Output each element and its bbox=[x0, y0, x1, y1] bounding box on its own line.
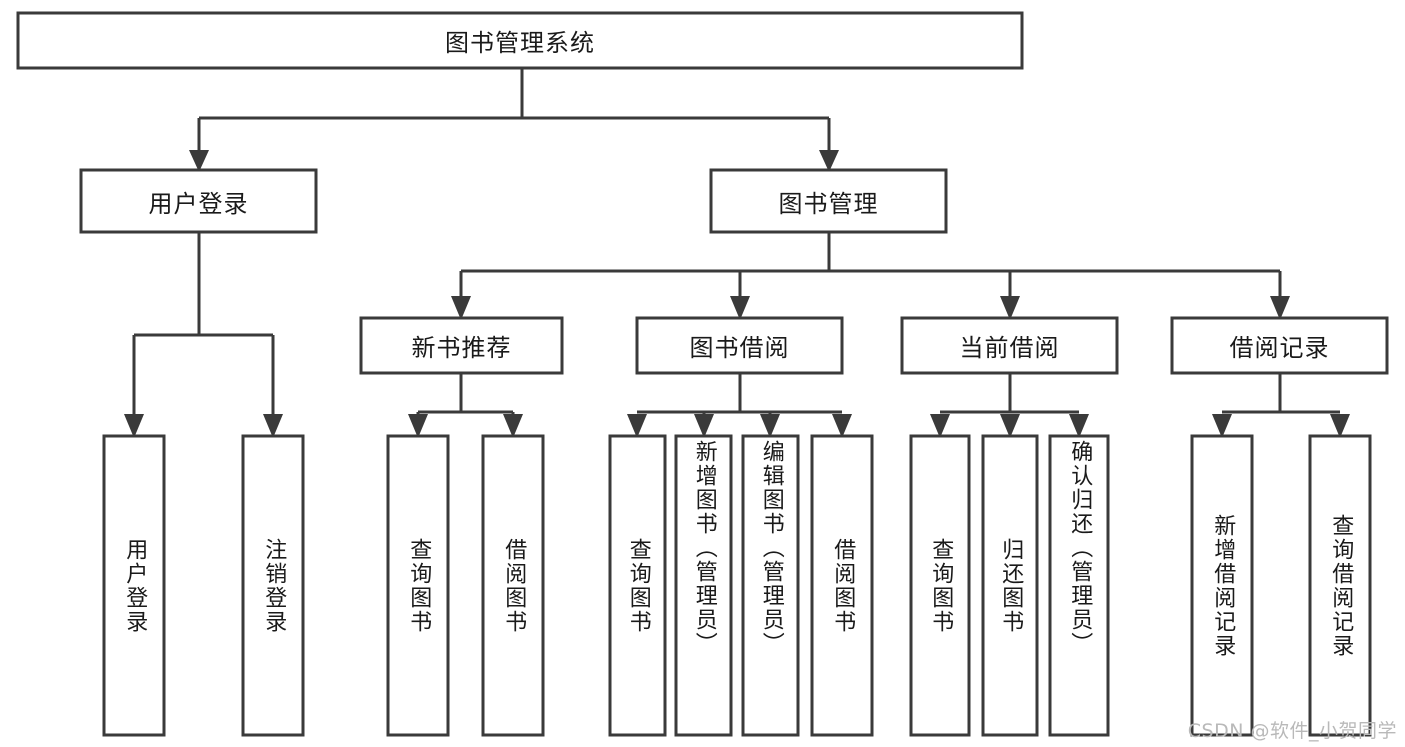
node-leaf-user-login[interactable] bbox=[102, 434, 166, 737]
arrowhead-leaf-user-login-2 bbox=[263, 414, 283, 438]
node-current-borrow[interactable] bbox=[900, 316, 1119, 375]
node-leaf-query-book-nbr[interactable] bbox=[386, 434, 450, 737]
node-leaf-edit-book-admin[interactable] bbox=[741, 434, 800, 737]
arrowhead-leaf-bb-2 bbox=[694, 414, 714, 438]
arrowhead-book-borrow bbox=[730, 296, 750, 320]
arrowhead-leaf-cb-3 bbox=[1069, 414, 1089, 438]
node-root-book-management-system[interactable] bbox=[16, 11, 1024, 70]
arrowhead-leaf-br-1 bbox=[1212, 414, 1232, 438]
arrowhead-leaf-bb-1 bbox=[627, 414, 647, 438]
node-leaf-borrow-book-bb[interactable] bbox=[810, 434, 874, 737]
node-leaf-query-book-bb[interactable] bbox=[608, 434, 667, 737]
node-user-login[interactable] bbox=[79, 168, 318, 234]
node-book-management[interactable] bbox=[709, 168, 948, 234]
node-new-book-recommend[interactable] bbox=[359, 316, 564, 375]
node-leaf-logout-login[interactable] bbox=[241, 434, 305, 737]
node-borrow-record[interactable] bbox=[1170, 316, 1389, 375]
arrowhead-leaf-nbr-2 bbox=[503, 414, 523, 438]
arrowhead-leaf-user-login-1 bbox=[124, 414, 144, 438]
arrowhead-leaf-bb-4 bbox=[832, 414, 852, 438]
node-leaf-confirm-return-admin[interactable] bbox=[1048, 434, 1110, 737]
arrowhead-leaf-cb-2 bbox=[1000, 414, 1020, 438]
arrowhead-book-management bbox=[819, 150, 839, 172]
arrowhead-new-book-recommend bbox=[451, 296, 471, 320]
node-leaf-borrow-book-nbr[interactable] bbox=[481, 434, 545, 737]
node-leaf-add-book-admin[interactable] bbox=[674, 434, 733, 737]
node-leaf-return-book[interactable] bbox=[981, 434, 1039, 737]
arrowhead-leaf-cb-1 bbox=[930, 414, 950, 438]
node-leaf-query-book-cb[interactable] bbox=[909, 434, 971, 737]
arrowhead-leaf-bb-3 bbox=[760, 414, 780, 438]
arrowhead-borrow-record bbox=[1270, 296, 1290, 320]
arrowhead-current-borrow bbox=[1000, 296, 1020, 320]
arrowhead-user-login bbox=[189, 150, 209, 172]
arrowhead-leaf-nbr-1 bbox=[408, 414, 428, 438]
node-leaf-add-borrow-record[interactable] bbox=[1190, 434, 1254, 737]
arrowhead-leaf-br-2 bbox=[1330, 414, 1350, 438]
node-leaf-query-borrow-record[interactable] bbox=[1308, 434, 1372, 737]
node-book-borrow[interactable] bbox=[635, 316, 844, 375]
